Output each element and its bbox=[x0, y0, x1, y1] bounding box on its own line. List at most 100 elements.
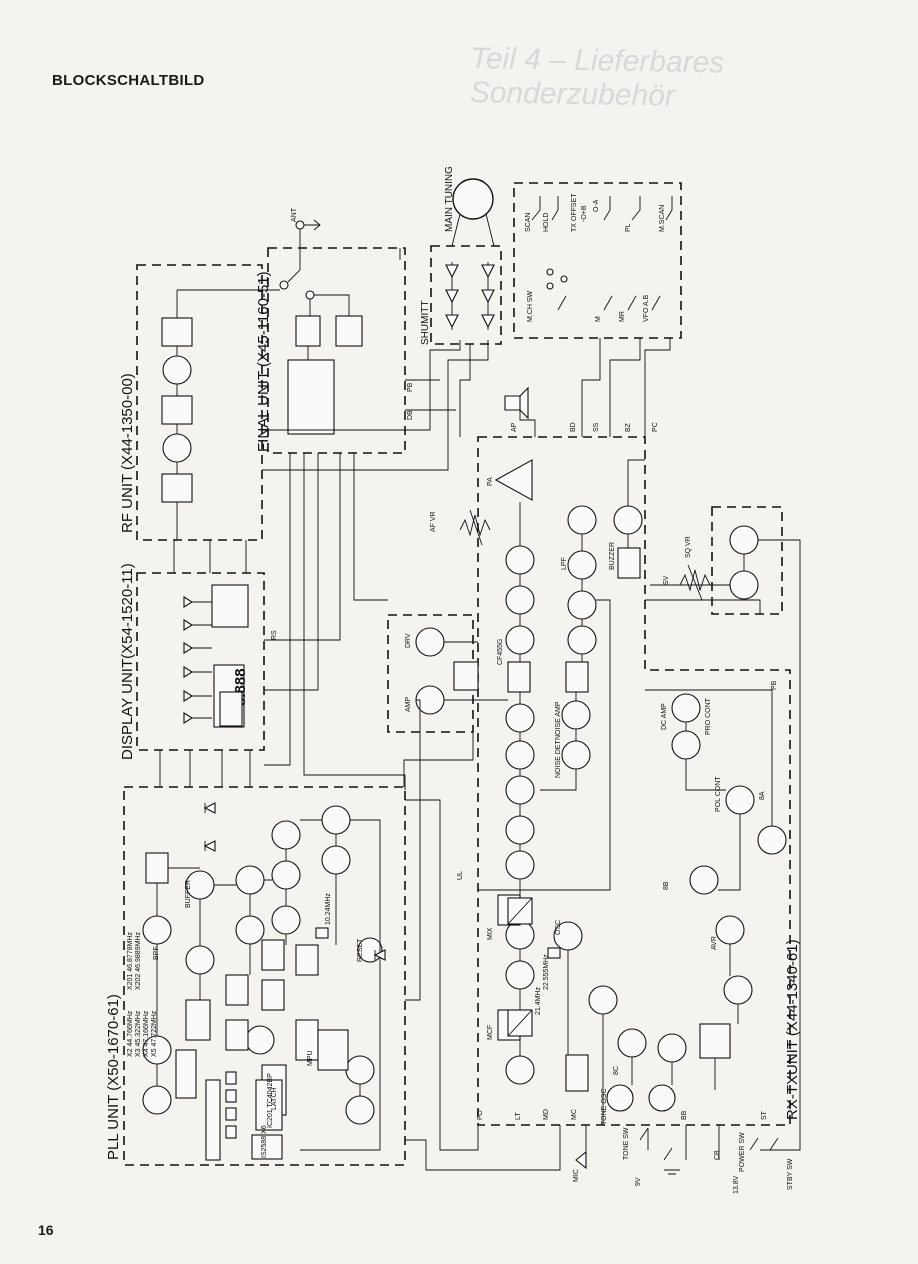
pl-switch-label: PL bbox=[625, 223, 632, 232]
display-unit-title: DISPLAY UNIT(X54-1520-11) bbox=[119, 563, 136, 760]
sq-vr-label: SQ VR bbox=[685, 536, 692, 558]
rx-mcf-label: MCF bbox=[487, 1025, 494, 1040]
pll-xtal3-label: 10.24MHz bbox=[325, 893, 332, 925]
rxtx-circle-stages bbox=[415, 505, 787, 1112]
v9-label: 9V bbox=[635, 1177, 642, 1186]
switch-panel-frame bbox=[513, 182, 682, 339]
final-pb-label: PB bbox=[407, 382, 414, 392]
pll-x4-label: X4 47.166MHz bbox=[143, 1010, 150, 1057]
rx-xtal2-label: 21.4MHz bbox=[535, 986, 542, 1015]
signal-bz-label: BZ bbox=[625, 422, 632, 432]
rf-unit-blocks bbox=[161, 289, 280, 540]
mr-switch-label: MR bbox=[619, 311, 626, 322]
tone-osc-label: TONE OSC bbox=[601, 1089, 608, 1125]
rx-noise-amp-label: NOISE AMP bbox=[555, 701, 562, 740]
main-tuning-knob bbox=[452, 178, 494, 220]
signal-lt-label: LT bbox=[515, 1112, 522, 1120]
signal-rs-label: RS bbox=[271, 630, 278, 640]
tone-sw-label: TONE SW bbox=[623, 1127, 630, 1160]
pll-x2-label: X2 44.766MHz bbox=[127, 1010, 134, 1057]
shumitt-triggers bbox=[445, 262, 495, 330]
display-unit-blocks: 8.888 bbox=[183, 584, 249, 728]
mic-connector bbox=[575, 1125, 587, 1170]
signal-cb-label: CB bbox=[714, 1150, 721, 1160]
rx-xtal1-label: 22.555MHz bbox=[543, 954, 550, 990]
page-title: BLOCKSCHALTBILD bbox=[52, 72, 205, 89]
m-switch-label: M bbox=[595, 316, 602, 322]
signal-sv-label: SV bbox=[663, 575, 670, 585]
pll-x5-label: X5 47.722MHz bbox=[151, 1010, 158, 1057]
rx-osc-label: OSC bbox=[555, 920, 562, 935]
pll-x201-label: X201 46.8778MHz bbox=[127, 932, 134, 990]
page-number: 16 bbox=[38, 1222, 54, 1238]
signal-fo-label: FO bbox=[477, 1110, 484, 1120]
main-tuning-label: MAIN TUNING bbox=[444, 166, 455, 232]
rx-noise-det-label: NOISE DET bbox=[555, 740, 562, 778]
offset-values-label: -O+B bbox=[581, 205, 588, 222]
af-vr-potentiometer bbox=[459, 509, 491, 546]
signal-pc-label: PC bbox=[652, 422, 659, 432]
signal-8b-label: 8B bbox=[663, 881, 670, 890]
speaker-icon bbox=[504, 386, 529, 420]
crystal-filters bbox=[507, 897, 533, 1037]
buzzer-label: BUZZER bbox=[609, 542, 616, 570]
rx-drv-label: DRV bbox=[405, 633, 412, 648]
signal-bb-label: BB bbox=[681, 1110, 688, 1120]
signal-ss-label: SS bbox=[593, 422, 600, 432]
pll-unit-frame bbox=[123, 786, 406, 1166]
pll-unit-title: PLL UNIT (X50-1670-61) bbox=[105, 994, 122, 1160]
antenna-icon bbox=[295, 219, 321, 262]
tx-offset-label: TX OFFSET bbox=[571, 193, 578, 232]
signal-st-label: ST bbox=[761, 1110, 768, 1120]
pll-x202-label: X202 46.9889MHz bbox=[135, 932, 142, 990]
mic-label: MIC bbox=[573, 1169, 580, 1182]
final-db-label: DB bbox=[407, 410, 414, 420]
scan-switch-label: SCAN bbox=[525, 213, 532, 232]
pll-diodes bbox=[203, 802, 386, 961]
v138-label: 13.8V bbox=[733, 1175, 740, 1194]
pll-unit-blocks bbox=[142, 805, 383, 1161]
shumitt-label: SHUMITT bbox=[420, 301, 431, 345]
pll-ic201-label: IC201 TC4042BP bbox=[267, 1073, 274, 1128]
crystals bbox=[225, 927, 561, 1139]
af-vr-label: AF VR bbox=[430, 511, 437, 532]
final-unit-blocks bbox=[279, 262, 363, 435]
signal-mc-label: MC bbox=[571, 1109, 578, 1120]
shumitt-frame bbox=[430, 245, 502, 345]
rx-lpf-label: LPF bbox=[561, 557, 568, 570]
switch-panel: SCAN HOLD TX OFFSET -O+B O-A PL M.SCAN M… bbox=[525, 193, 673, 323]
power-sw-label: POWER SW bbox=[739, 1132, 746, 1172]
rx-mix-label: MIX bbox=[487, 927, 494, 940]
pll-mpu-label: MPU bbox=[307, 1050, 314, 1066]
rf-unit-title: RF UNIT (X44-1350-00) bbox=[119, 373, 136, 533]
rf-unit-frame bbox=[136, 264, 263, 541]
rx-amp-label: AMP bbox=[405, 697, 412, 713]
sq-vr-potentiometer bbox=[679, 564, 711, 601]
rxtx-rect-blocks bbox=[453, 547, 731, 1092]
signal-ap-label: AP bbox=[511, 422, 518, 432]
inter-unit-wiring bbox=[159, 248, 761, 1171]
hold-switch-label: HOLD bbox=[543, 213, 550, 232]
pll-reset-label: RESET bbox=[357, 938, 364, 962]
rx-pol-cont-label: POL CONT bbox=[715, 776, 722, 812]
rx-dc-amp-label: DC AMP bbox=[661, 703, 668, 730]
final-unit-title: FINAL UNIT (X45-1160-51) bbox=[255, 271, 272, 452]
rx-avr-label: AVR bbox=[711, 936, 718, 950]
pll-buffer-label: BUFFER bbox=[185, 880, 192, 908]
pll-latch-label: LATCH bbox=[271, 1088, 278, 1110]
pll-ic2588-label: IS2588 X6 bbox=[261, 1125, 268, 1158]
sw-q101-frame bbox=[711, 506, 783, 615]
offset-alt-label: O-A bbox=[593, 199, 600, 212]
stby-sw-label: STBY SW bbox=[787, 1158, 794, 1190]
mch-sw-label: M.CH SW bbox=[527, 291, 534, 323]
mscan-switch-label: M.SCAN bbox=[659, 205, 666, 232]
signal-md-label: MD bbox=[543, 1109, 550, 1120]
rx-cf-label: CF455G bbox=[497, 639, 504, 665]
pll-bpf-label: BPF bbox=[153, 946, 160, 960]
signal-bd-label: BD bbox=[570, 422, 577, 432]
signal-8a-label: 8A bbox=[759, 791, 766, 800]
rxtx-unit-title: RX-TXUNIT (X44-1340-61) bbox=[784, 939, 801, 1120]
vfo-ab-label: VFO A.B bbox=[643, 294, 650, 322]
bottom-switches bbox=[639, 1125, 790, 1175]
